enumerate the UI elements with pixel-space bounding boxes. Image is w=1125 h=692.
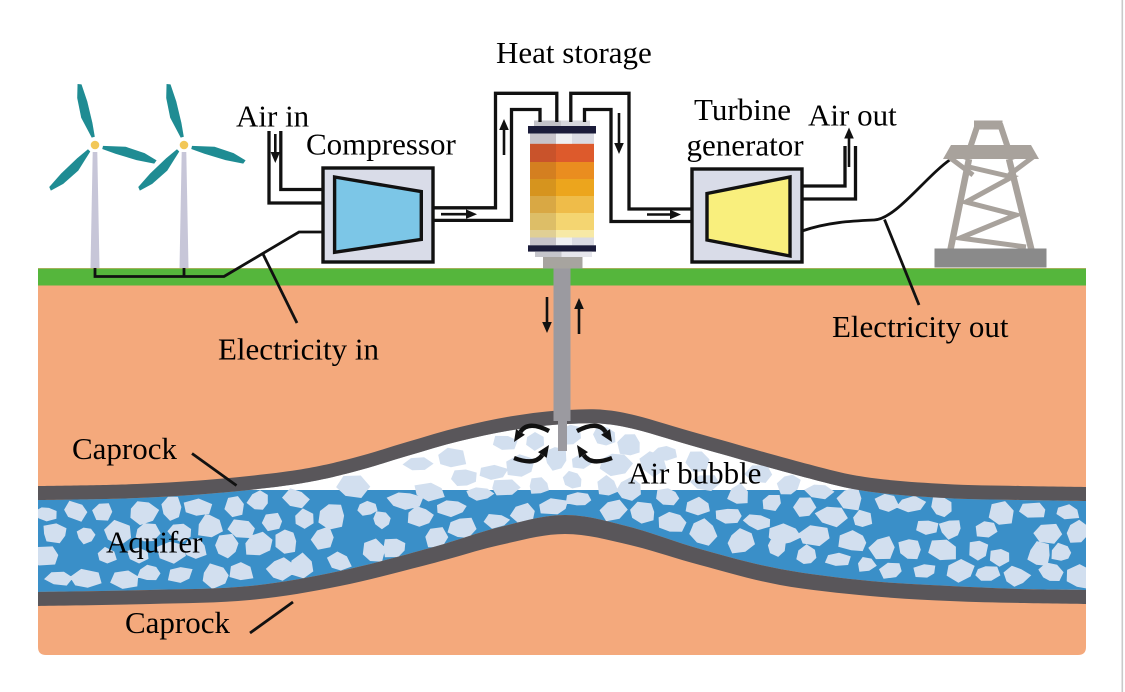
svg-text:Air in: Air in xyxy=(236,99,310,134)
svg-text:Electricity in: Electricity in xyxy=(218,332,379,367)
svg-text:Caprock: Caprock xyxy=(125,605,231,640)
svg-text:Turbine: Turbine xyxy=(694,92,791,127)
svg-text:Heat storage: Heat storage xyxy=(496,35,652,70)
svg-text:Compressor: Compressor xyxy=(306,126,457,161)
svg-text:Aquifer: Aquifer xyxy=(106,525,203,560)
svg-text:Caprock: Caprock xyxy=(72,431,178,466)
svg-text:Air out: Air out xyxy=(808,98,897,133)
svg-text:Air bubble: Air bubble xyxy=(628,456,761,491)
svg-text:Electricity out: Electricity out xyxy=(832,309,1009,344)
svg-text:generator: generator xyxy=(687,127,805,162)
